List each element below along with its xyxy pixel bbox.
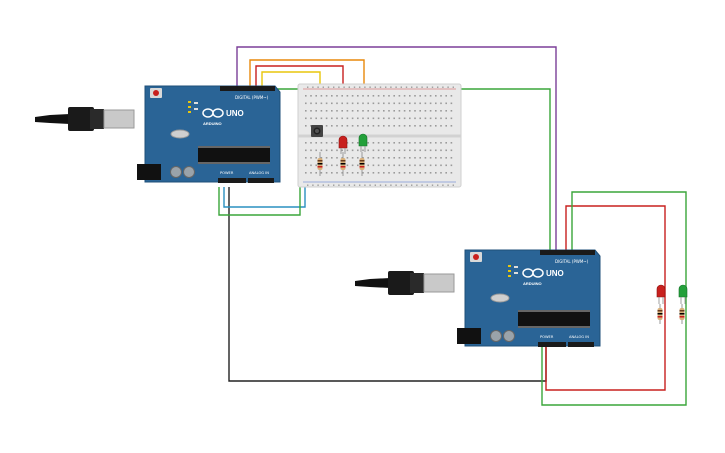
power-label-2: POWER	[540, 335, 554, 339]
resistor-2	[340, 152, 346, 176]
board-1-brand: ARDUINO	[203, 121, 222, 126]
power-label-1: POWER	[220, 171, 234, 175]
infinity-logo-icon	[202, 108, 224, 118]
analog-header-1	[248, 178, 274, 183]
analog-label-1: ANALOG IN	[249, 171, 269, 175]
power-jack-2	[457, 328, 481, 344]
board-1-body	[144, 85, 281, 183]
resistor-4	[657, 304, 663, 324]
arduino-board-1[interactable]: DIGITAL (PWM~) UNO ARDUINO POWER ANALOG …	[35, 85, 281, 183]
wire-red-led[interactable]	[545, 205, 666, 391]
digital-header-2	[540, 250, 595, 255]
usb-plug-icon	[35, 107, 135, 131]
led-icon	[338, 135, 348, 149]
infinity-logo-icon	[522, 268, 544, 278]
mcu-chip-1	[198, 148, 270, 162]
breadboard	[297, 83, 462, 188]
led-icon	[358, 133, 368, 147]
power-header-2	[538, 342, 566, 347]
board-2-model: UNO	[546, 269, 564, 278]
board-1-model: UNO	[226, 109, 244, 118]
led-red-breadboard[interactable]	[338, 135, 348, 154]
pushbutton[interactable]	[311, 125, 323, 137]
resistor-3	[359, 152, 365, 176]
mcu-chip-2	[518, 312, 590, 326]
wire-purple[interactable]	[236, 46, 557, 252]
resistor-5	[679, 304, 685, 324]
board-2-body	[464, 249, 601, 347]
digital-label-2: DIGITAL (PWM~)	[555, 259, 589, 264]
wire-blue[interactable]	[223, 182, 306, 208]
analog-header-2	[568, 342, 594, 347]
led-green-board2[interactable]	[678, 284, 688, 304]
pushbutton-icon	[315, 129, 319, 133]
led-red-board2[interactable]	[656, 284, 666, 304]
arduino-board-2[interactable]: DIGITAL (PWM~) UNO ARDUINO POWER ANALOG …	[355, 249, 601, 347]
breadboard-holes	[305, 86, 454, 186]
power-header-1	[218, 178, 246, 183]
wire-green-led[interactable]	[541, 191, 687, 406]
usb-plug-icon	[355, 271, 455, 295]
resistor-1	[317, 152, 323, 176]
led-icon	[678, 284, 688, 298]
led-green-breadboard[interactable]	[358, 133, 368, 152]
board-2-brand: ARDUINO	[523, 281, 542, 286]
power-jack-1	[137, 164, 161, 180]
digital-header-1	[220, 86, 275, 91]
wire-green-breadboard[interactable]	[218, 172, 301, 216]
digital-label-1: DIGITAL (PWM~)	[235, 95, 269, 100]
analog-label-2: ANALOG IN	[569, 335, 589, 339]
led-icon	[656, 284, 666, 298]
